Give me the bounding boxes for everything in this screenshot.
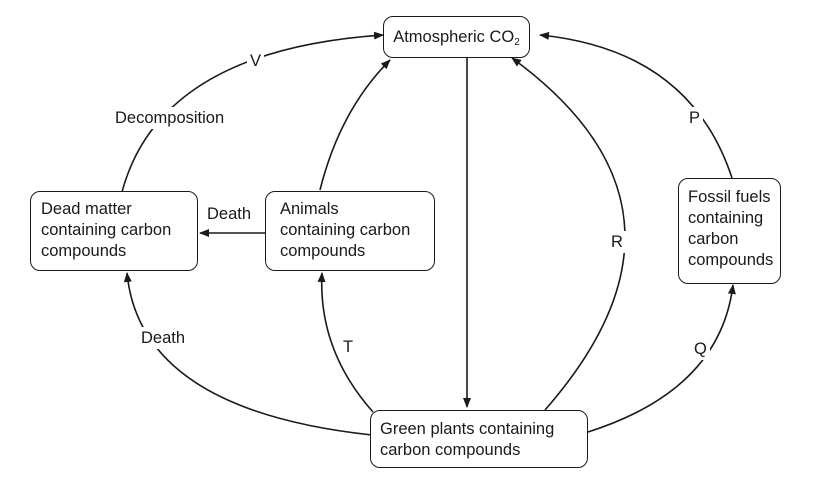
fossil-fuels-line-4: compounds xyxy=(688,251,774,269)
label-t: T xyxy=(340,336,357,358)
label-death-animals: Death xyxy=(205,204,254,224)
dead-matter-line-3: compounds xyxy=(41,242,127,260)
fossil-fuels-line-2: containing xyxy=(688,209,764,227)
fossil-fuels-line-1: Fossil fuels xyxy=(688,188,771,206)
animals-line-2: containing carbon xyxy=(280,221,411,239)
atmospheric-co2-box: Atmospheric CO2 xyxy=(383,16,530,58)
dead-matter-box: Dead matter containing carbon compounds xyxy=(30,191,198,271)
fossil-fuels-line-3: carbon xyxy=(688,230,739,248)
fossil-fuels-box: Fossil fuels containing carbon compounds xyxy=(678,178,781,284)
animals-box: Animals containing carbon compounds xyxy=(265,191,435,271)
arrow-t xyxy=(317,272,374,413)
label-r: R xyxy=(608,231,626,253)
dead-matter-line-2: containing carbon xyxy=(41,221,172,239)
animals-line-3: compounds xyxy=(280,242,366,260)
arrow-q xyxy=(587,284,736,433)
label-p: P xyxy=(686,107,704,129)
green-plants-line-2: carbon compounds xyxy=(380,441,521,459)
dead-matter-line-1: Dead matter xyxy=(41,200,132,218)
label-v: V xyxy=(247,50,265,72)
arrow-death-plants xyxy=(123,272,373,436)
label-decomposition: Decomposition xyxy=(112,107,228,129)
arrow-r xyxy=(511,57,626,411)
atmospheric-co2-label: Atmospheric CO2 xyxy=(393,28,520,48)
animals-line-1: Animals xyxy=(280,200,339,218)
green-plants-line-1: Green plants containing xyxy=(380,420,555,438)
arrow-p xyxy=(539,31,733,179)
label-q: Q xyxy=(691,338,710,360)
arrow-decomposition xyxy=(121,31,384,193)
label-death-plants: Death xyxy=(138,327,189,349)
arrow-animals-to-atmosphere xyxy=(319,59,391,191)
green-plants-box: Green plants containing carbon compounds xyxy=(370,410,588,468)
